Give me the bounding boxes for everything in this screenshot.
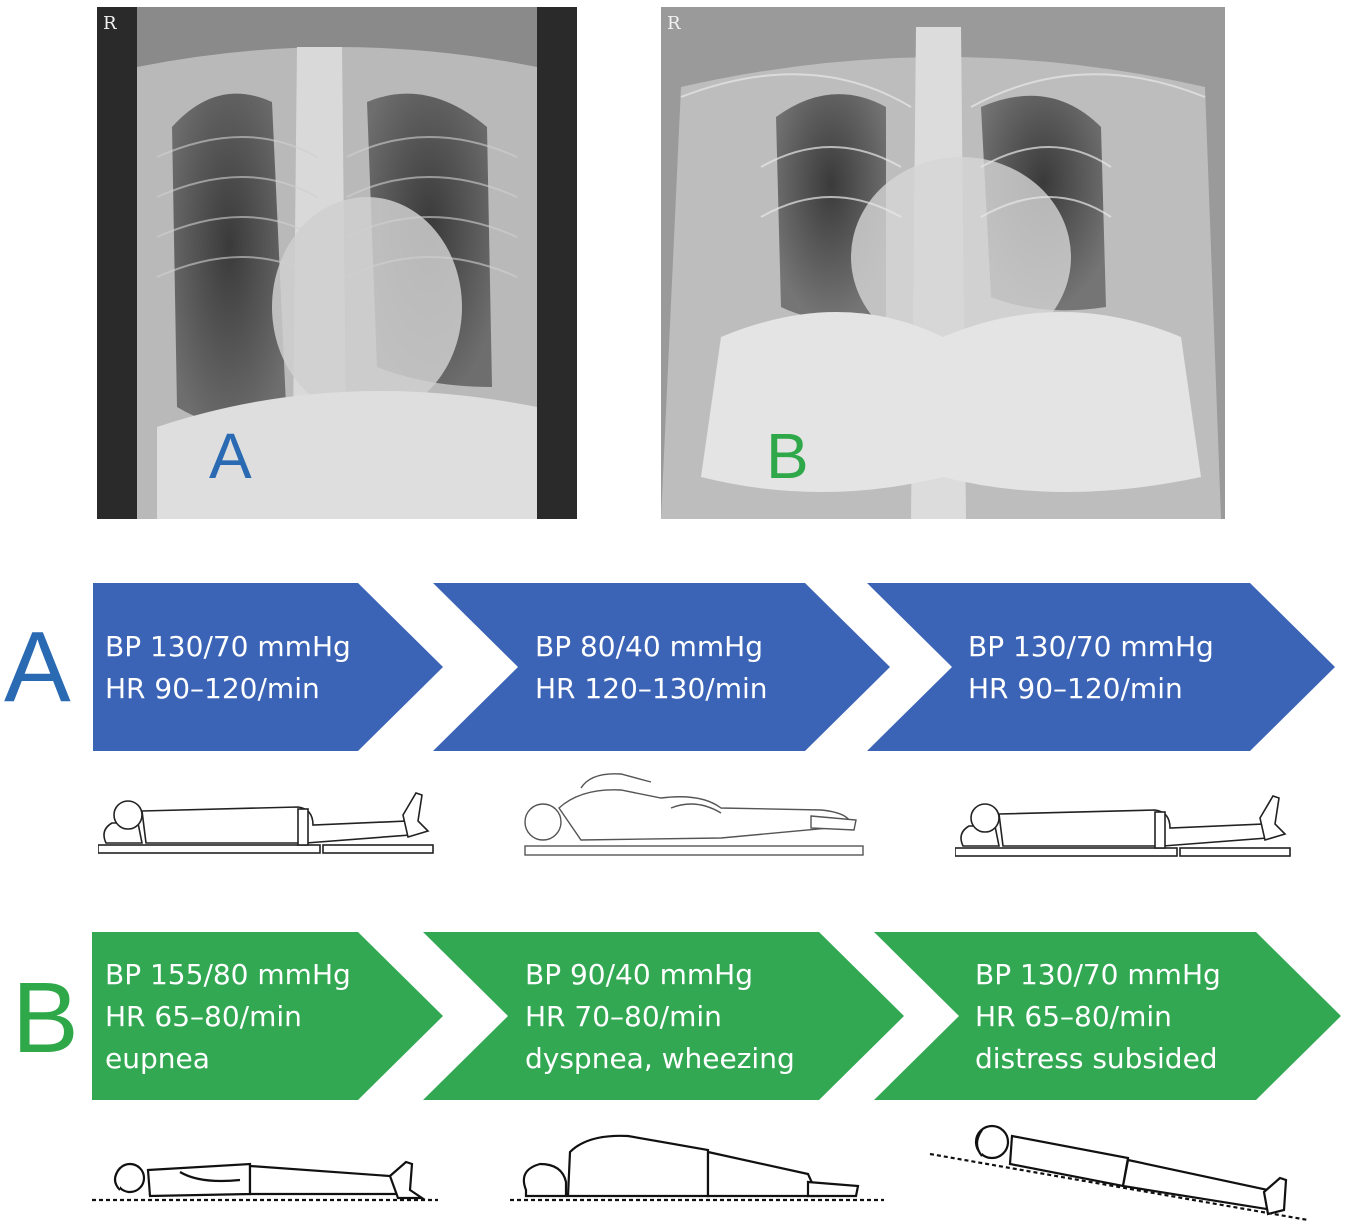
xray-side-marker: R [667,13,681,34]
chevron-text-line: HR 65–80/min [105,1000,302,1033]
chevron-text-line: BP 80/40 mmHg [535,630,763,663]
chevron-text-line: BP 130/70 mmHg [968,630,1214,663]
chevron-text-line: HR 90–120/min [105,672,320,705]
chevron-step-b3: BP 130/70 mmHg HR 65–80/min distress sub… [874,932,1341,1100]
chevron-step-a3: BP 130/70 mmHg HR 90–120/min [867,583,1335,751]
prone-icon [510,1134,884,1202]
row-label-b: B [12,962,79,1074]
chevron-step-a1: BP 130/70 mmHg HR 90–120/min [93,583,443,751]
xray-image-a: R A [97,7,577,519]
inclined-supine-icon [929,1124,1309,1222]
supine-icon [92,1160,438,1202]
chevron-text-line: BP 90/40 mmHg [525,958,753,991]
chevron-text-line: HR 70–80/min [525,1000,722,1033]
chevron-step-b1: BP 155/80 mmHg HR 65–80/min eupnea [92,932,443,1100]
chevron-text-line: BP 155/80 mmHg [105,958,351,991]
prone-icon [524,773,864,856]
chevron-text-line: distress subsided [975,1042,1218,1075]
chevron-text-line: BP 130/70 mmHg [975,958,1221,991]
chevron-step-b2: BP 90/40 mmHg HR 70–80/min dyspnea, whee… [423,932,904,1100]
chevron-text-line: HR 65–80/min [975,1000,1172,1033]
chevron-text-line: BP 130/70 mmHg [105,630,351,663]
xray-label-b: B [766,420,809,492]
supine-icon [98,792,434,854]
row-label-a: A [4,611,71,723]
xray-label-a: A [209,420,252,492]
xray-image-b: R B [661,7,1225,519]
supine-icon [955,795,1291,857]
chevron-step-a2: BP 80/40 mmHg HR 120–130/min [433,583,890,751]
chevron-text-line: dyspnea, wheezing [525,1042,795,1075]
chevron-text-line: HR 90–120/min [968,672,1183,705]
xray-side-marker: R [103,13,117,34]
chevron-text-line: HR 120–130/min [535,672,768,705]
chevron-text-line: eupnea [105,1042,210,1075]
